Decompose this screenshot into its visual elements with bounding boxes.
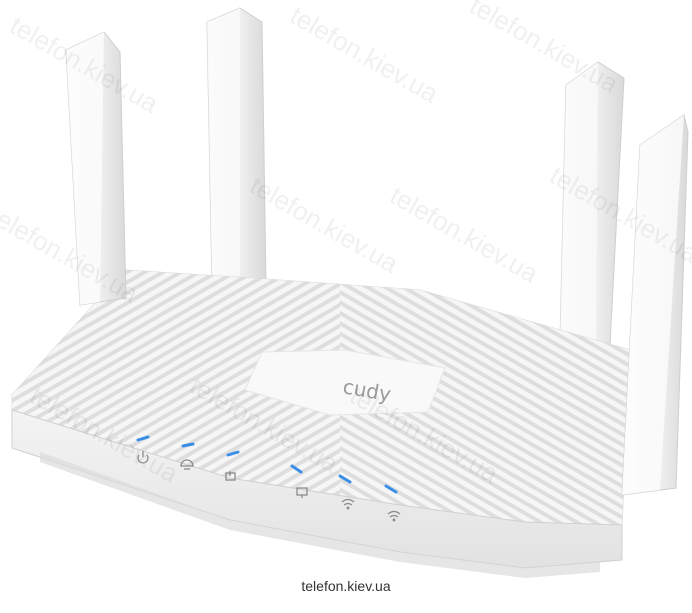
router-top-surface (11, 269, 631, 526)
antenna-rear-right (559, 61, 625, 346)
antenna-front-right (621, 114, 689, 496)
internet-icon (180, 459, 194, 470)
wan-icon (225, 471, 236, 481)
antenna-front-left (65, 31, 127, 306)
indicator-icons (137, 451, 401, 522)
website-caption: telefon.kiev.ua (301, 578, 391, 594)
wifi-24-icon (341, 498, 355, 510)
power-icon (137, 451, 149, 464)
lan-icon (296, 487, 308, 498)
router-front-face (11, 409, 623, 578)
antenna-rear-left (206, 7, 267, 286)
led-strip-group (136, 435, 398, 494)
logo-plate (244, 349, 446, 416)
wifi-5-icon (387, 510, 401, 522)
